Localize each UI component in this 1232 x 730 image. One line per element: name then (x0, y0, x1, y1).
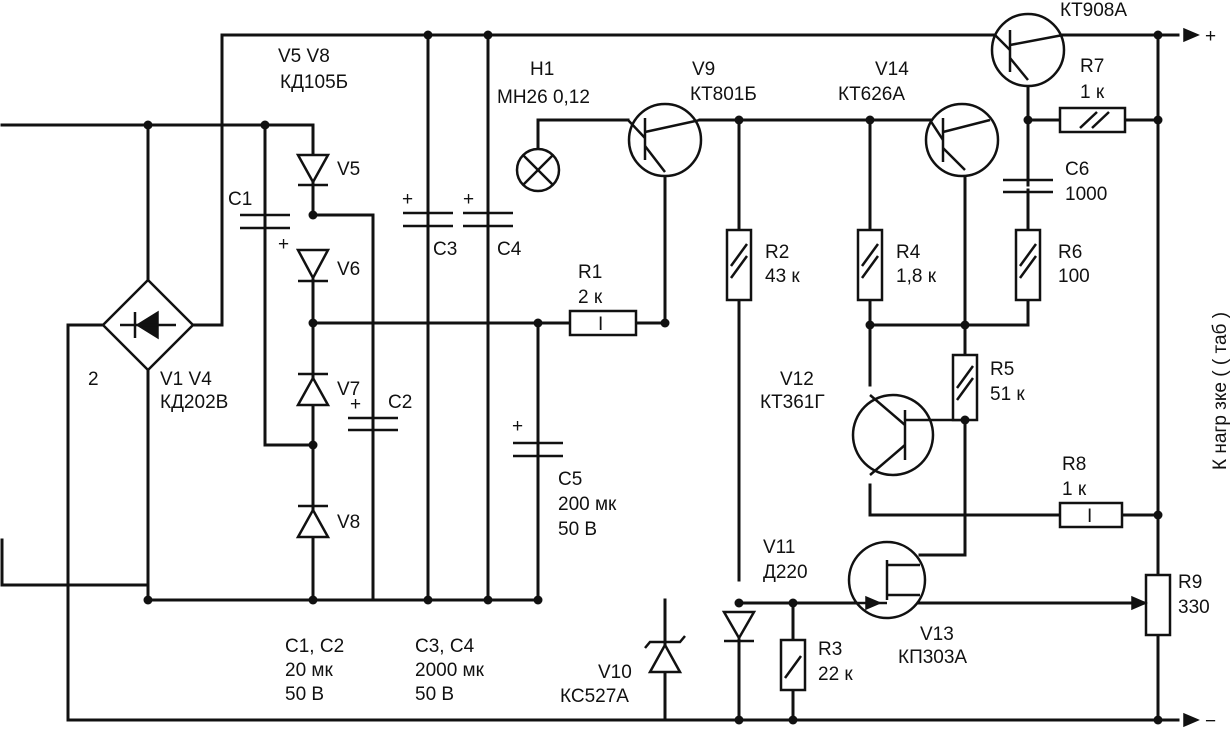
c5-plus: + (512, 416, 523, 437)
capacitor-c4: C4 + (463, 189, 522, 260)
c2-label: C2 (388, 392, 412, 413)
r8-value: 1 к (1062, 479, 1087, 500)
v10-label: V10 (598, 662, 632, 683)
r1-value: 2 к (578, 287, 603, 308)
r2-label: R2 (765, 242, 789, 263)
c3c4-names: C3, C4 (415, 636, 475, 657)
output-terminals: + − К нагр зке ( ( таб ) (1183, 26, 1231, 730)
v11-label: V11 (763, 537, 795, 558)
c6-value: 1000 (1065, 184, 1107, 205)
capacitor-c5: + C5 200 мк 50 В (512, 416, 617, 540)
resistor-r5: R5 51 к (951, 353, 1025, 422)
h1-type: МН26 0,12 (497, 87, 590, 108)
r6-label: R6 (1058, 242, 1082, 263)
r3-value: 22 к (818, 664, 853, 685)
transistor-v9: V9 КТ801Б (627, 59, 757, 178)
r6-value: 100 (1058, 266, 1090, 287)
c3c4-voltage: 50 В (415, 684, 454, 705)
output-minus-label: − (1205, 711, 1216, 730)
transistor-kt908a: КТ908А (990, 0, 1127, 88)
r3-label: R3 (818, 639, 842, 660)
h1-label: H1 (530, 59, 554, 80)
resistor-r2: R2 43 к (725, 228, 800, 302)
r9-value: 330 (1178, 597, 1210, 618)
r8-label: R8 (1062, 454, 1086, 475)
c3c4-value: 2000 мк (415, 660, 485, 681)
v5v8-header-label: V5 V8 (278, 46, 330, 67)
resistor-r8: I R8 1 к (1058, 454, 1124, 529)
v7-label: V7 (337, 379, 360, 400)
v12-type: КТ361Г (760, 392, 825, 413)
r7-label: R7 (1080, 56, 1104, 77)
output-plus-label: + (1205, 26, 1216, 47)
c1-plus: + (278, 234, 289, 255)
v9-type: КТ801Б (690, 84, 757, 105)
c5-voltage: 50 В (558, 519, 597, 540)
resistor-r6: R6 100 (1014, 228, 1090, 302)
r7-value: 1 к (1080, 82, 1105, 103)
diode-bridge-v1-v4: V1 V4 КД202В (101, 278, 228, 413)
capacitor-c2: C2 + (348, 392, 412, 432)
capacitor-c1: C1 + (228, 189, 290, 255)
r1-label: R1 (578, 262, 602, 283)
v14-label: V14 (875, 59, 909, 80)
component-value-notes: C1, C2 20 мк 50 В C3, C4 2000 мк 50 В (285, 636, 485, 705)
diode-v11: V11 Д220 (721, 537, 808, 643)
c3-label: C3 (433, 239, 457, 260)
c5-value: 200 мк (558, 494, 617, 515)
v10-type: КС527А (560, 686, 629, 707)
r1-marking: I (598, 314, 603, 335)
c4-plus: + (463, 189, 474, 210)
r4-label: R4 (896, 242, 921, 263)
c6-label: C6 (1065, 159, 1089, 180)
load-label: К нагр зке ( ( таб ) (1210, 312, 1231, 470)
c1-label: C1 (228, 189, 252, 210)
v5v8-type-label: КД105Б (280, 72, 348, 93)
c2-plus: + (350, 394, 361, 415)
lamp-h1: H1 МН26 0,12 (497, 59, 590, 193)
r9-label: R9 (1178, 572, 1202, 593)
potentiometer-r9: R9 330 (1131, 572, 1210, 637)
capacitor-c6: C6 1000 (1003, 159, 1107, 205)
resistor-r4: R4 1,8 к (856, 228, 937, 302)
c1c2-value: 20 мк (285, 660, 333, 681)
v5-label: V5 (337, 159, 360, 180)
capacitor-c3: C3 + (402, 189, 457, 260)
c1c2-voltage: 50 В (285, 684, 324, 705)
zener-v10: V10 КС527А (560, 635, 686, 707)
r8-marking: I (1087, 506, 1092, 527)
transformer-winding: 2 (88, 369, 99, 390)
v14-type: КТ626А (838, 84, 905, 105)
resistor-r3: R3 22 к (779, 638, 853, 692)
c4-label: C4 (497, 239, 522, 260)
v13-type: КП303А (898, 647, 967, 668)
kt908a-type: КТ908А (1060, 0, 1127, 21)
r2-value: 43 к (765, 266, 800, 287)
bridge-type-label: КД202В (160, 392, 228, 413)
transistor-v13: V13 КП303А (847, 540, 967, 668)
transformer-winding-label: 2 (88, 369, 99, 390)
v11-type: Д220 (763, 562, 808, 583)
v8-label: V8 (337, 512, 360, 533)
r4-value: 1,8 к (896, 266, 937, 287)
bridge-name-label: V1 V4 (160, 369, 212, 390)
c3-plus: + (402, 189, 413, 210)
transistor-v14: V14 КТ626А (838, 59, 1000, 178)
r5-value: 51 к (990, 384, 1025, 405)
transistor-v12: V12 КТ361Г (760, 369, 965, 477)
r5-label: R5 (990, 359, 1014, 380)
diodes-v5-v8: V5 V8 КД105Б V5 V6 V7 V8 (278, 46, 360, 539)
junction-dots (143, 30, 1163, 725)
resistor-r7: R7 1 к (1058, 56, 1127, 134)
c5-label: C5 (558, 469, 582, 490)
v13-label: V13 (920, 624, 954, 645)
v6-label: V6 (337, 259, 360, 280)
resistor-r1: I R1 2 к (568, 262, 638, 337)
wires (0, 33, 1180, 722)
v9-label: V9 (692, 59, 715, 80)
c1c2-names: C1, C2 (285, 636, 344, 657)
v12-label: V12 (780, 369, 814, 390)
